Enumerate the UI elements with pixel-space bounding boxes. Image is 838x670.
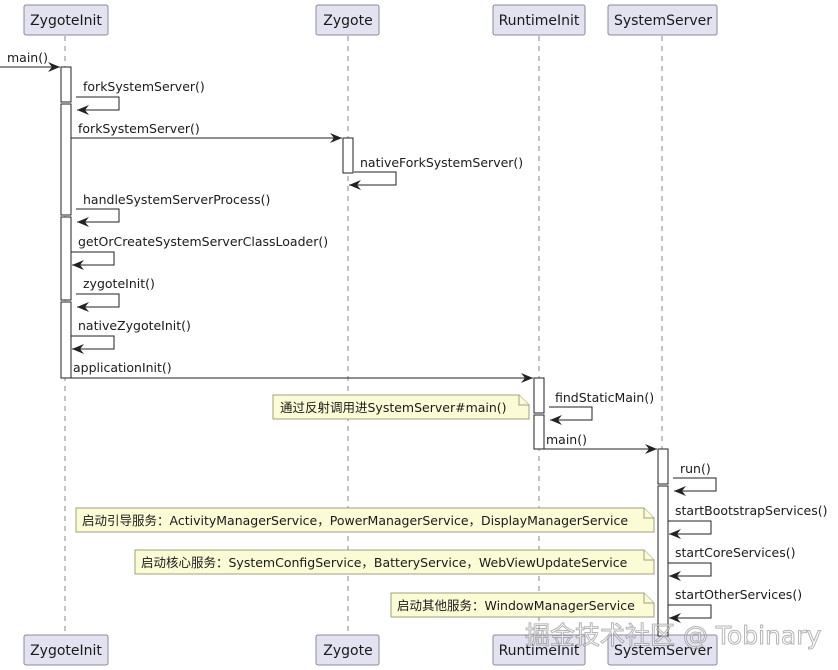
arrow-head-icon <box>330 133 342 143</box>
activation-bar <box>60 301 72 379</box>
participant-box <box>607 4 718 36</box>
note-other-services[interactable]: 启动其他服务：WindowManagerService <box>390 592 655 618</box>
message-label: nativeForkSystemServer() <box>360 155 523 170</box>
note-reflection[interactable]: 通过反射调用进SystemServer#main() <box>272 394 530 420</box>
message-label: main() <box>7 50 48 65</box>
message-label: forkSystemServer() <box>78 121 200 136</box>
watermark: 掘金技术社区 @ Tobinary <box>525 621 821 650</box>
message-label: getOrCreateSystemServerClassLoader() <box>78 234 328 249</box>
arrow-head-icon <box>77 302 89 312</box>
participant-label: SystemServer <box>614 13 712 29</box>
arrow-head-icon <box>72 260 84 270</box>
message-startbootstrapservices[interactable]: startBootstrapServices() <box>668 503 828 539</box>
note-text: 启动引导服务：ActivityManagerService，PowerManag… <box>82 513 628 528</box>
participant-systemserver-top[interactable]: SystemServer <box>607 4 718 36</box>
message-label: zygoteInit() <box>83 276 155 291</box>
message-label: applicationInit() <box>73 360 172 375</box>
participant-box <box>23 634 109 666</box>
arrow-head-icon <box>669 529 681 539</box>
message-label: startCoreServices() <box>675 545 796 560</box>
message-label: nativeZygoteInit() <box>78 318 191 333</box>
participant-zygoteinit-top[interactable]: ZygoteInit <box>23 4 109 36</box>
activations <box>60 66 669 637</box>
activation-bar <box>60 66 72 103</box>
participant-label: Zygote <box>323 643 372 659</box>
activation-bar <box>60 216 72 301</box>
participant-zygoteinit-bottom[interactable]: ZygoteInit <box>23 634 109 666</box>
message-main-external[interactable]: main() <box>0 50 60 72</box>
note-fold-icon <box>643 550 654 561</box>
participant-box <box>315 4 380 36</box>
message-main-systemserver[interactable]: main() <box>544 432 657 454</box>
note-text: 启动其他服务：WindowManagerService <box>397 598 635 613</box>
arrow-head-icon <box>669 571 681 581</box>
participant-box <box>23 4 109 36</box>
activation-bar <box>657 448 669 485</box>
message-zygoteinit[interactable]: zygoteInit() <box>76 276 155 312</box>
activation-bar <box>533 377 545 414</box>
message-applicationinit[interactable]: applicationInit() <box>71 360 533 383</box>
note-box <box>390 592 655 618</box>
note-fold-icon <box>643 593 654 604</box>
message-label: handleSystemServerProcess() <box>83 192 270 207</box>
participant-runtimeinit-bottom[interactable]: RuntimeInit <box>492 634 586 666</box>
message-startcoreservices[interactable]: startCoreServices() <box>668 545 796 581</box>
message-nativeforksystemserver[interactable]: nativeForkSystemServer() <box>349 155 523 190</box>
message-label: main() <box>546 432 587 447</box>
activation-bar <box>60 103 72 216</box>
arrow-head-icon <box>521 373 533 383</box>
messages: main() forkSystemServer() forkSystemServ… <box>0 50 828 623</box>
participant-label: RuntimeInit <box>499 643 580 659</box>
note-box <box>75 507 655 533</box>
message-forksystemserver-zygote[interactable]: forkSystemServer() <box>71 121 342 143</box>
note-fold-icon <box>518 395 529 406</box>
arrow-head-icon <box>48 62 60 72</box>
arrow-head-icon <box>349 180 361 190</box>
note-box <box>272 394 530 420</box>
arrow-head-icon <box>674 486 686 496</box>
message-startotherservices[interactable]: startOtherServices() <box>668 587 802 623</box>
note-core-services[interactable]: 启动核心服务：SystemConfigService，BatteryServic… <box>134 549 655 575</box>
note-box <box>134 549 655 575</box>
message-label: startBootstrapServices() <box>675 503 828 518</box>
activation-bar <box>533 414 545 450</box>
arrow-head-icon <box>550 415 562 425</box>
participant-label: ZygoteInit <box>30 13 102 29</box>
arrow-head-icon <box>669 613 681 623</box>
message-label: forkSystemServer() <box>83 79 205 94</box>
message-label: run() <box>680 461 711 476</box>
participant-label: ZygoteInit <box>30 643 102 659</box>
activation-bar <box>657 485 669 637</box>
participant-label: Zygote <box>323 13 372 29</box>
participant-label: RuntimeInit <box>499 13 580 29</box>
participant-zygote-bottom[interactable]: Zygote <box>315 634 380 666</box>
note-text: 通过反射调用进SystemServer#main() <box>280 400 507 415</box>
arrow-head-icon <box>645 444 657 454</box>
arrow-head-icon <box>77 217 89 227</box>
message-label: findStaticMain() <box>555 390 654 405</box>
message-forksystemserver-self[interactable]: forkSystemServer() <box>76 79 205 115</box>
note-fold-icon <box>643 508 654 519</box>
message-handlesystemserverprocess[interactable]: handleSystemServerProcess() <box>76 192 270 227</box>
note-text: 启动核心服务：SystemConfigService，BatteryServic… <box>141 555 628 570</box>
participant-box <box>492 634 586 666</box>
arrow-head-icon <box>72 344 84 354</box>
notes: 通过反射调用进SystemServer#main() 启动引导服务：Activi… <box>75 394 655 618</box>
participant-zygote-top[interactable]: Zygote <box>315 4 380 36</box>
participant-systemserver-bottom[interactable]: SystemServer <box>607 634 718 666</box>
message-findstaticmain[interactable]: findStaticMain() <box>549 390 654 425</box>
participant-box <box>315 634 380 666</box>
note-bootstrap-services[interactable]: 启动引导服务：ActivityManagerService，PowerManag… <box>75 507 655 533</box>
message-run[interactable]: run() <box>673 461 717 496</box>
participant-label: SystemServer <box>614 643 712 659</box>
message-getorcreateclassloader[interactable]: getOrCreateSystemServerClassLoader() <box>71 234 328 270</box>
message-label: startOtherServices() <box>675 587 802 602</box>
participant-box <box>492 4 586 36</box>
activation-bar <box>342 137 354 174</box>
arrow-head-icon <box>77 105 89 115</box>
message-nativezygoteinit[interactable]: nativeZygoteInit() <box>71 318 191 354</box>
participant-runtimeinit-top[interactable]: RuntimeInit <box>492 4 586 36</box>
